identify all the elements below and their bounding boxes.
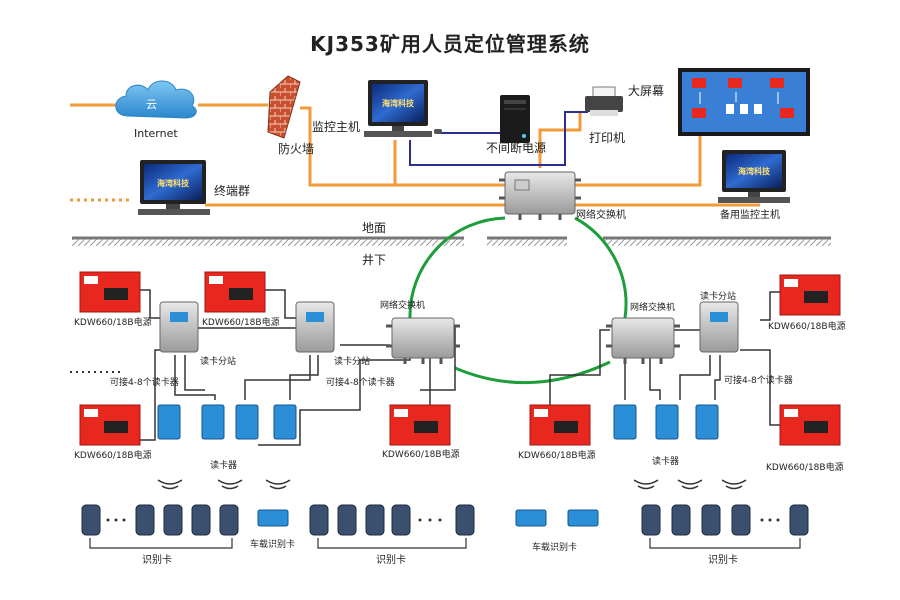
power-supply-label: KDW660/18B电源 [74,451,152,461]
card-reader-label: 读卡器 [210,461,238,471]
connect-readers-label: 可接4-8个读卡器 [724,376,793,386]
vehicle-card-label: 车载识别卡 [250,540,296,550]
connect-readers-label: 可接4-8个读卡器 [110,378,179,388]
underground-bus-right [549,291,780,426]
printer-label: 打印机 [589,131,626,145]
reader-substation-label: 读卡分站 [700,292,737,302]
underground-label: 井下 [362,253,387,267]
monitor-host-label: 监控主机 [312,120,361,134]
ground-label: 地面 [362,221,387,235]
power-supply-label: KDW660/18B电源 [382,450,460,460]
power-supply-unit [779,404,841,446]
power-supply-label: KDW660/18B电源 [766,463,844,473]
power-supply-unit [79,271,141,313]
serial-cables [409,111,588,166]
printer-icon [585,86,623,116]
connect-readers-label: 可接4-8个读卡器 [326,378,395,388]
network-switch-label: 网络交换机 [380,301,426,311]
cloud-label: 云 [146,98,157,111]
screen-logo: 海湾科技 [382,98,415,108]
underground-switch [386,317,460,364]
big-screen-label: 大屏幕 [628,84,665,98]
power-supply-label: KDW660/18B电源 [768,322,846,332]
dots [106,518,780,522]
network-switch-label: 网络交换机 [630,303,676,313]
power-supply-unit [779,274,841,316]
ethernet-cables [70,103,760,207]
ups-label: 不间断电源 [486,141,547,155]
screen-logo: 海湾科技 [738,166,771,176]
reader-substation [699,301,739,353]
id-card-label: 识别卡 [708,555,738,566]
firewall-icon [267,75,301,139]
internet-label: Internet [134,127,178,140]
backup-host-label: 备用监控主机 [720,210,780,221]
screen-logo: 海湾科技 [157,178,190,188]
power-supply-label: KDW660/18B电源 [74,318,152,328]
underground-switch [606,317,680,364]
firewall-label: 防火墙 [278,142,315,156]
card-reader-label: 读卡器 [652,457,680,467]
id-card [81,504,809,536]
vehicle-card [257,509,599,527]
fiber-ring [408,216,628,385]
power-supply-unit [79,404,141,446]
ground-line [72,236,831,246]
reader-substation-label: 读卡分站 [200,357,237,367]
id-card-label: 识别卡 [376,555,406,566]
card-reader [157,404,719,440]
underground-bus-left [140,289,456,446]
terminal-computer-icon: 海湾科技 [138,160,210,215]
power-supply-label: KDW660/18B电源 [202,318,280,328]
reader-substation-label: 读卡分站 [334,357,371,367]
cloud-icon [115,80,197,119]
brackets [89,538,801,549]
monitor-host-icon: 海湾科技 [364,80,442,137]
power-supply-label: KDW660/18B电源 [518,451,596,461]
network-switch-label: 网络交换机 [576,210,626,221]
reader-substation [295,301,335,353]
wireless-signal-icon [157,479,747,490]
backup-host-icon: 海湾科技 [718,150,790,203]
big-screen-icon [678,68,810,136]
power-supply-unit [389,404,451,446]
surface-switch-icon [499,171,581,220]
terminal-group-label: 终端群 [214,184,251,198]
reader-substation [159,301,199,353]
power-supply-unit [204,271,266,313]
title: KJ353矿用人员定位管理系统 [310,32,590,56]
vehicle-card-label: 车载识别卡 [532,543,578,553]
id-card-label: 识别卡 [142,555,172,566]
ups-icon [500,95,530,143]
power-supply-unit [529,404,591,446]
